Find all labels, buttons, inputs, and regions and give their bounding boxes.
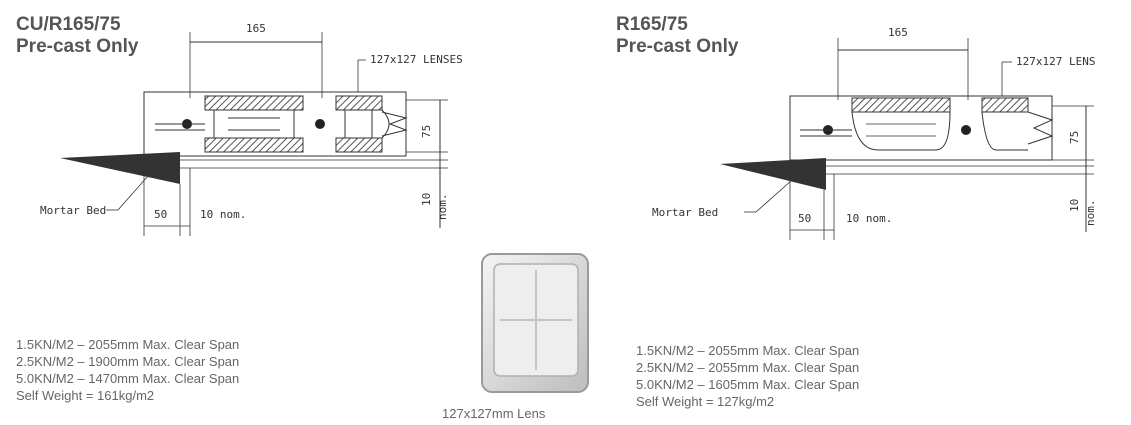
left-spec-4: Self Weight = 161kg/m2 [16, 388, 155, 403]
left-top-hatch-1 [204, 95, 304, 111]
right-dim-75-label: 75 [1068, 130, 1081, 144]
left-bot-hatch-2 [335, 137, 383, 153]
right-title: R165/75 Pre-cast Only [616, 14, 739, 58]
left-spec-3: 5.0KN/M2 – 1470mm Max. Clear Span [16, 371, 240, 386]
right-dim-nom-label: nom. [1084, 199, 1097, 227]
left-top-hatch-2 [335, 95, 383, 111]
left-dim-10-label: 10 [420, 192, 433, 206]
right-top-hatch-1 [851, 97, 951, 113]
right-lens-body-2 [981, 111, 1028, 151]
right-dim-10nom-label: 10 nom. [846, 212, 893, 225]
right-slab-outline [789, 95, 1053, 161]
right-dim-165-label: 165 [888, 26, 908, 39]
left-title-line1: CU/R165/75 [16, 14, 121, 35]
right-dim-10-label: 10 [1068, 198, 1081, 212]
left-break-line [381, 111, 408, 137]
right-lens-body [851, 111, 951, 151]
left-dim-nom-label: nom. [436, 193, 449, 221]
left-mortar-bed [60, 152, 180, 184]
right-spec-2: 2.5KN/M2 – 2055mm Max. Clear Span [636, 360, 860, 375]
left-dim-10nom-label: 10 nom. [200, 208, 247, 221]
left-panel: CU/R165/75 Pre-cast Only [0, 0, 560, 425]
right-title-line1: R165/75 [616, 14, 688, 35]
right-title-line2: Pre-cast Only [616, 36, 739, 57]
left-section-drawing [60, 32, 448, 236]
right-break-line [1027, 111, 1054, 145]
left-dim-75-label: 75 [420, 124, 433, 138]
left-title-line2: Pre-cast Only [16, 36, 139, 57]
left-bot-hatch-1 [204, 137, 304, 153]
right-rebar-2 [961, 125, 971, 135]
right-section-drawing [720, 38, 1094, 240]
left-dim-165-label: 165 [246, 22, 266, 35]
right-spec-1: 1.5KN/M2 – 2055mm Max. Clear Span [636, 343, 860, 358]
right-top-hatch-2 [981, 97, 1029, 113]
left-title: CU/R165/75 Pre-cast Only [16, 14, 139, 58]
left-dim-50-label: 50 [154, 208, 168, 221]
right-mortar-bed [720, 158, 826, 190]
left-lenses-label: 127x127 LENSES [370, 53, 463, 66]
right-spec-4: Self Weight = 127kg/m2 [636, 394, 775, 409]
left-spec-1: 1.5KN/M2 – 2055mm Max. Clear Span [16, 337, 240, 352]
left-lens-body-2 [344, 109, 390, 139]
right-mortar-label: Mortar Bed [652, 206, 719, 219]
left-mortar-leader [117, 175, 149, 211]
lens-image [481, 253, 589, 393]
right-spec-3: 5.0KN/M2 – 1605mm Max. Clear Span [636, 377, 860, 392]
lens-block: 127x127mm Lens [440, 240, 620, 425]
left-rebar-2 [315, 119, 325, 129]
right-panel: R165/75 Pre-cast Only [616, 0, 1131, 425]
right-specs: 1.5KN/M2 – 2055mm Max. Clear Span 2.5KN/… [636, 342, 859, 410]
right-dim-50-label: 50 [798, 212, 812, 225]
right-lenses-label: 127x127 LENS [1016, 55, 1096, 68]
lens-caption: 127x127mm Lens [442, 406, 546, 421]
left-lens-body [213, 110, 295, 138]
left-spec-2: 2.5KN/M2 – 1900mm Max. Clear Span [16, 354, 240, 369]
left-specs: 1.5KN/M2 – 2055mm Max. Clear Span 2.5KN/… [16, 336, 239, 404]
left-mortar-label: Mortar Bed [40, 204, 107, 217]
left-slab-outline [143, 91, 407, 157]
